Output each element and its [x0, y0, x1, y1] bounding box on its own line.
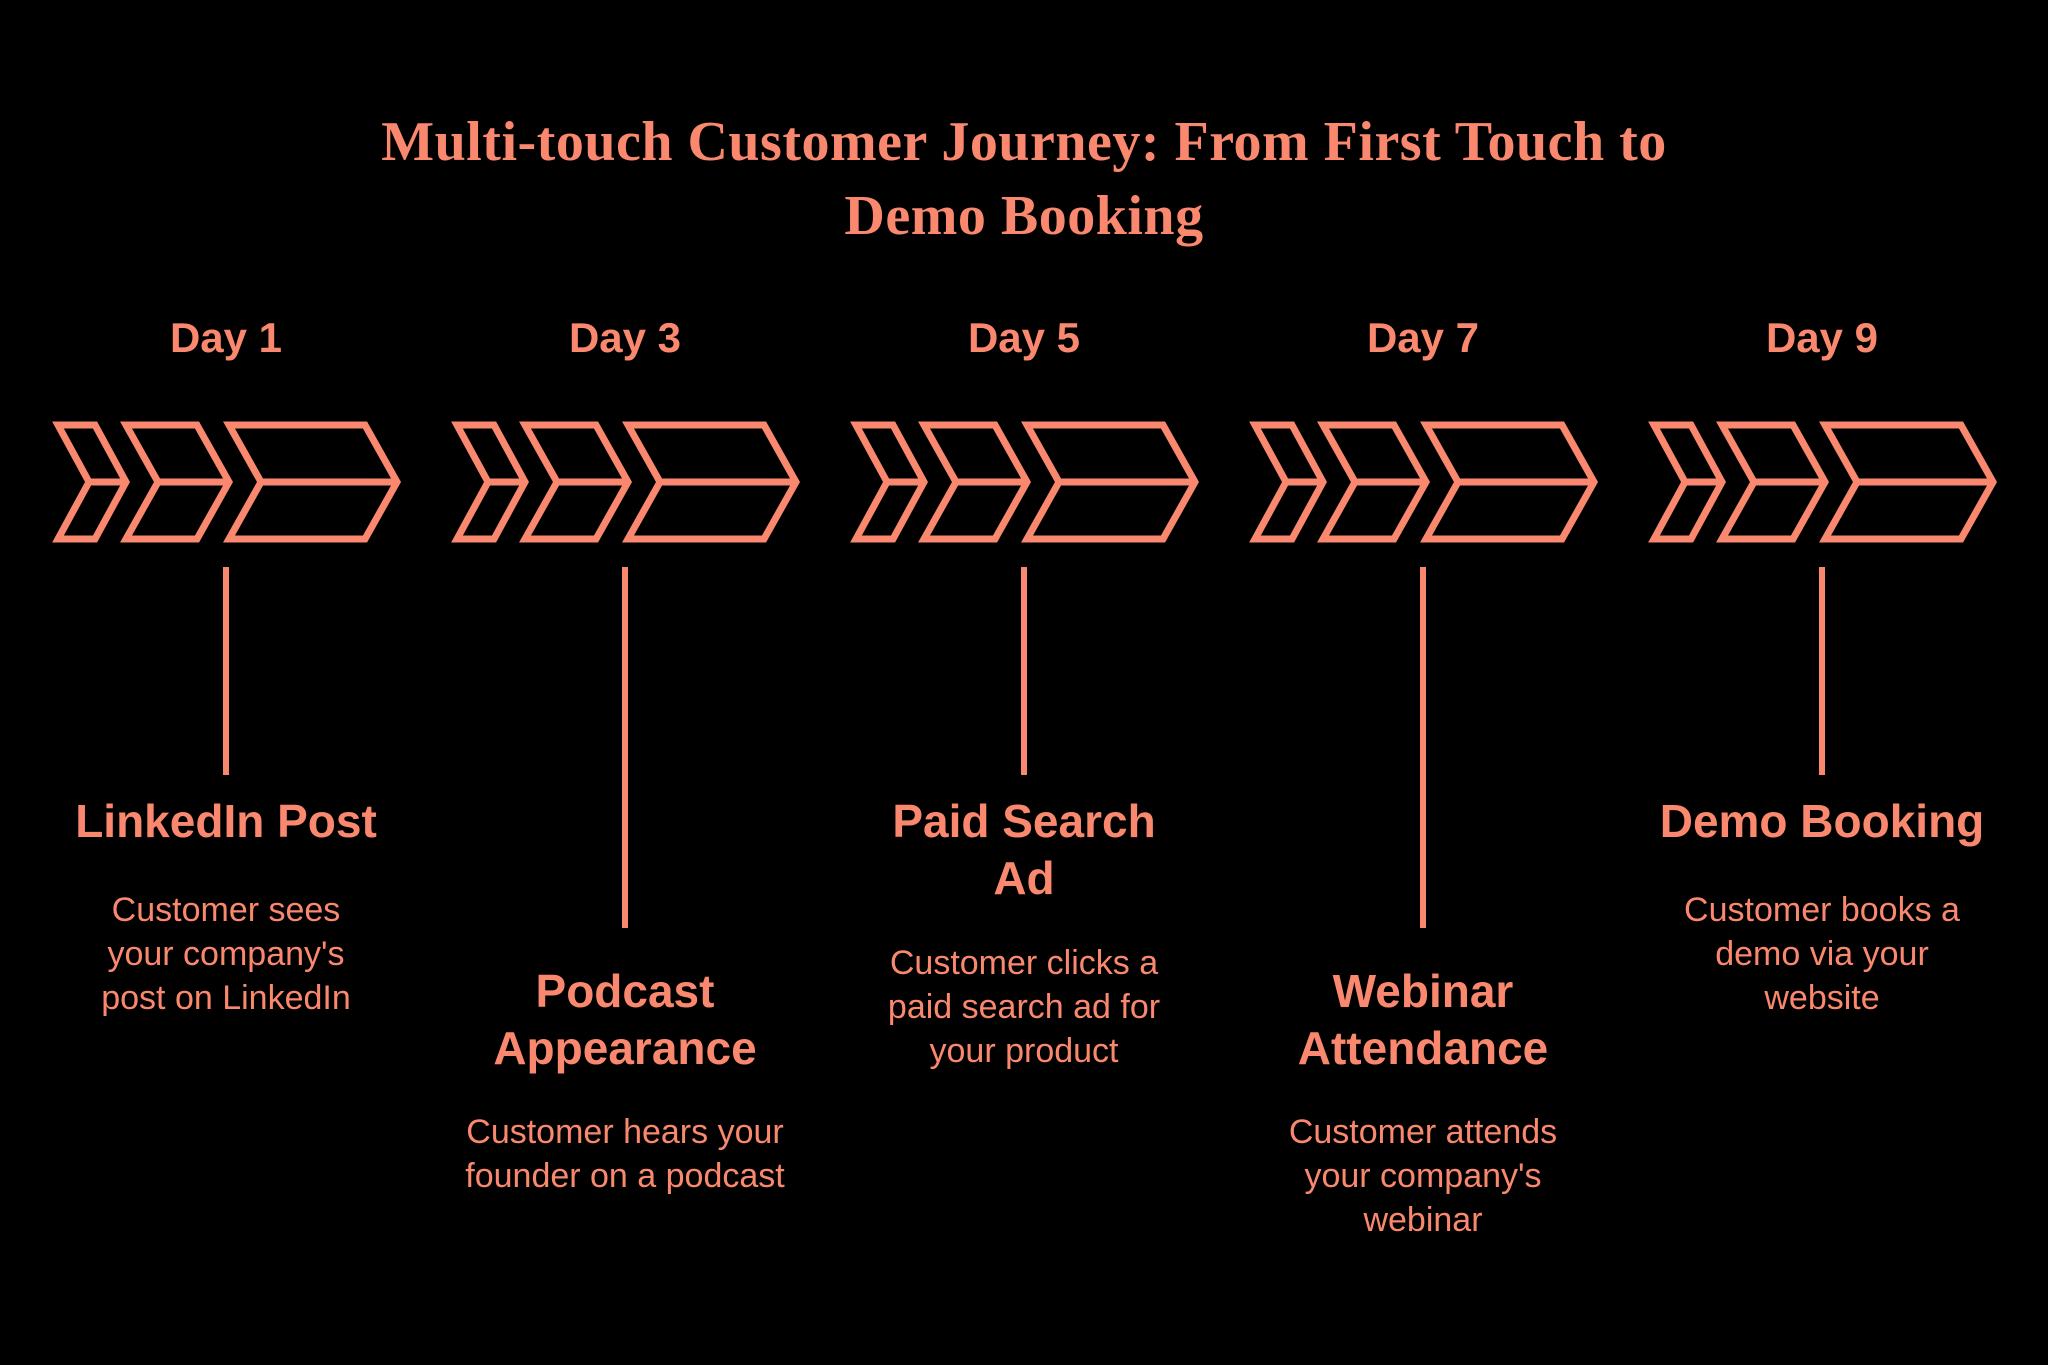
- stage-connector-line: [1819, 567, 1825, 775]
- stage-title: Webinar Attendance: [1297, 965, 1549, 1074]
- stage-day-label: Day 9: [1765, 314, 1879, 361]
- stage-day-label: Day 7: [1366, 314, 1480, 361]
- stage-connector-line: [1420, 567, 1426, 928]
- stage-day-label: Day 3: [568, 314, 682, 361]
- stage-title: LinkedIn Post: [75, 795, 377, 847]
- stage-day-label: Day 1: [169, 314, 283, 361]
- stage-podcast-appearance: Day 3 Podcast Appearance Customer hears …: [425, 0, 825, 1365]
- stage-demo-booking: Day 9 Demo Booking Customer books a demo…: [1622, 0, 2022, 1365]
- triple-chevron-right-icon: [1648, 421, 1998, 543]
- stage-title: Podcast Appearance: [493, 965, 757, 1074]
- triple-chevron-right-icon: [1249, 421, 1599, 543]
- stage-webinar-attendance: Day 7 Webinar Attendance Customer attend…: [1223, 0, 1623, 1365]
- stage-connector-line: [223, 567, 229, 775]
- stage-paid-search-ad: Day 5 Paid Search Ad Customer clicks a p…: [824, 0, 1224, 1365]
- triple-chevron-right-icon: [52, 421, 402, 543]
- triple-chevron-right-icon: [451, 421, 801, 543]
- stage-description: Customer books a demo via your website: [1684, 891, 1960, 1017]
- triple-chevron-right-icon: [850, 421, 1200, 543]
- stage-day-label: Day 5: [967, 314, 1081, 361]
- diagram-title: Multi-touch Customer Journey: From First…: [381, 111, 1667, 247]
- stage-description: Customer sees your company's post on Lin…: [101, 891, 351, 1017]
- stage-description: Customer attends your company's webinar: [1288, 1113, 1558, 1239]
- stage-title: Paid Search Ad: [892, 795, 1156, 904]
- stage-description: Customer clicks a paid search ad for you…: [887, 944, 1161, 1070]
- stage-connector-line: [622, 567, 628, 928]
- stage-description: Customer hears your founder on a podcast: [465, 1113, 785, 1195]
- stage-title: Demo Booking: [1659, 795, 1985, 847]
- stage-connector-line: [1021, 567, 1027, 775]
- stage-linkedin-post: Day 1 LinkedIn Post Customer sees your c…: [26, 0, 426, 1365]
